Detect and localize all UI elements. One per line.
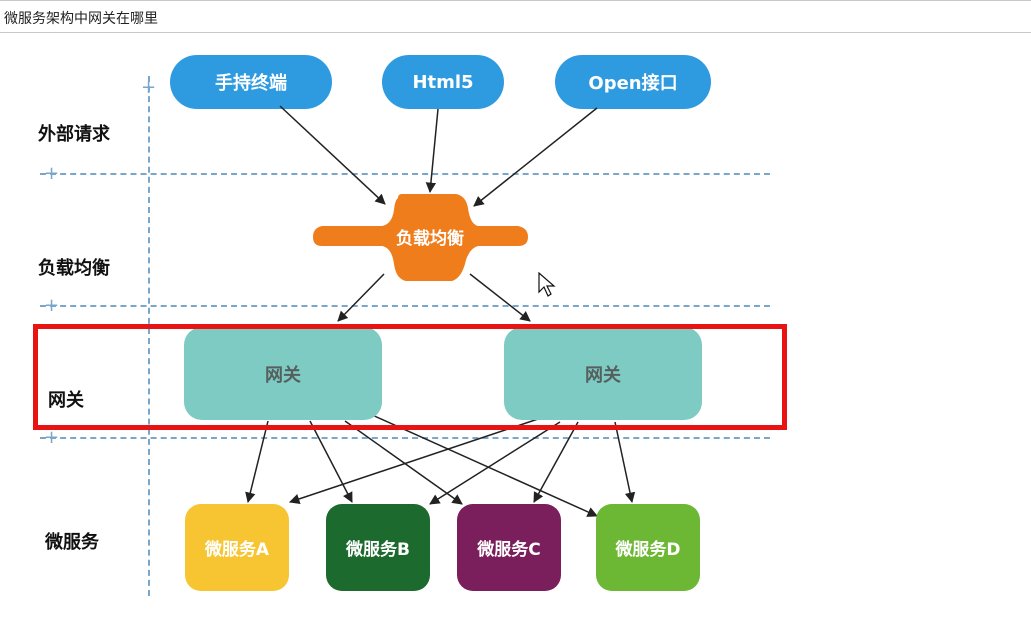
tick-mark: + [141, 77, 157, 98]
client-html5: Html5 [382, 55, 504, 109]
title-bar: 微服务架构中网关在哪里 [0, 0, 1031, 33]
arrow-open-lb [473, 107, 598, 207]
arrow-gw1-svcB [309, 420, 353, 503]
tick-mark: + [44, 163, 60, 184]
arrow-lb-gw1 [337, 273, 385, 322]
service-a: 微服务A [185, 504, 289, 591]
service-c: 微服务C [457, 504, 561, 591]
architecture-diagram: + + + + 外部请求 负载均衡 网关 微服务 手持终端 Html5 Open… [0, 34, 1031, 634]
gateway-node-1: 网关 [184, 327, 382, 420]
tier-label-external: 外部请求 [38, 124, 110, 145]
arrow-gw2-svcC [533, 421, 579, 503]
arrow-gw2-svcB [429, 421, 561, 505]
tier-label-load-balance: 负载均衡 [38, 258, 110, 279]
divider-gateway-service [40, 437, 770, 439]
divider-external-lb [40, 173, 770, 175]
service-d: 微服务D [596, 504, 700, 591]
client-open-api: Open接口 [555, 55, 711, 109]
connector-layer [245, 105, 636, 517]
arrow-gw1-svcD [369, 413, 598, 517]
arrow-lb-gw2 [469, 273, 531, 322]
mouse-cursor-icon [538, 272, 556, 297]
arrow-gw1-svcC [344, 420, 463, 505]
arrow-gw2-svcD [614, 421, 636, 504]
service-b: 微服务B [326, 504, 430, 591]
arrow-gw1-svcA [245, 420, 269, 504]
load-balancer-shape [313, 194, 528, 281]
arrow-gw2-svcA [289, 418, 539, 504]
arrow-handheld-lb [279, 105, 386, 205]
arrow-html5-lb [425, 108, 439, 194]
tick-mark: + [44, 295, 60, 316]
load-balancer-label: 负载均衡 [396, 229, 464, 249]
tier-label-gateway: 网关 [48, 390, 84, 411]
page-title: 微服务架构中网关在哪里 [4, 11, 158, 27]
vertical-divider [148, 76, 150, 596]
divider-lb-gateway [40, 305, 770, 307]
client-handheld: 手持终端 [170, 55, 332, 109]
gateway-node-2: 网关 [504, 327, 702, 420]
tick-mark: + [44, 427, 60, 448]
gateway-highlight-box [33, 324, 787, 430]
tier-label-microservice: 微服务 [45, 532, 99, 553]
